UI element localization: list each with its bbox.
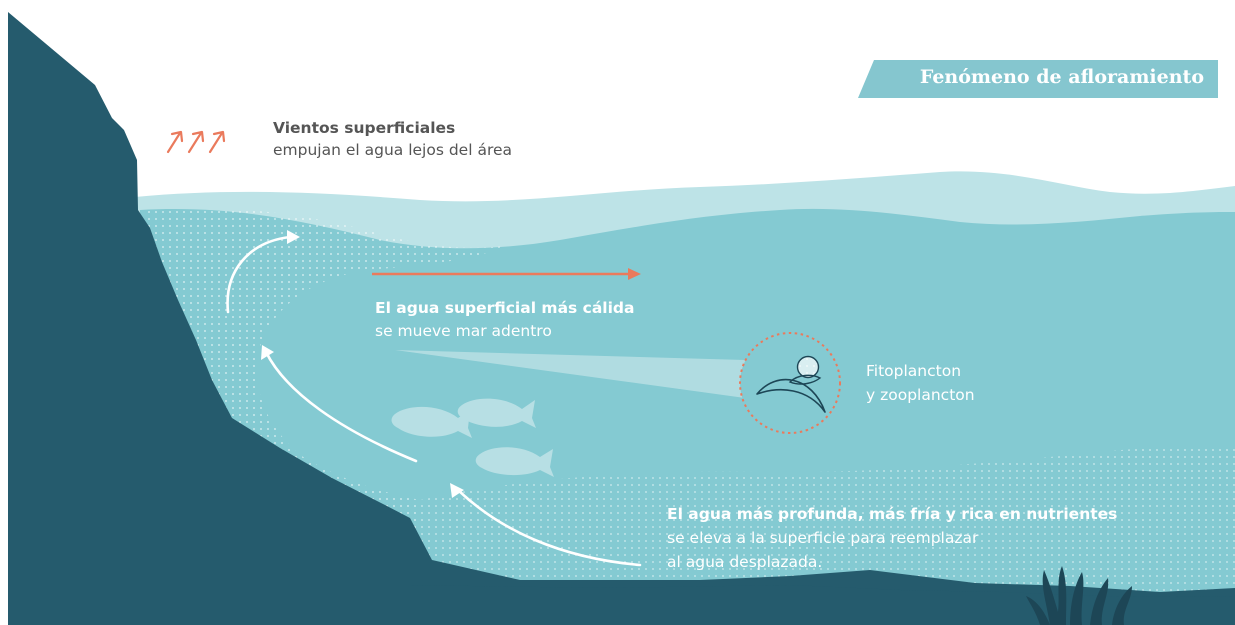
deep-water-dots xyxy=(420,446,1235,600)
fish-icon xyxy=(391,398,554,477)
plankton-label-line1: Fitoplancton xyxy=(866,362,962,380)
wind-title: Vientos superficiales xyxy=(273,119,456,137)
deep-water-title: El agua más profunda, más fría y rica en… xyxy=(667,505,1118,523)
light-plume xyxy=(395,350,745,398)
diagram-title: Fenómeno de afloramiento xyxy=(919,66,1204,88)
wind-arrows-icon xyxy=(166,130,226,154)
wind-description: empujan el agua lejos del área xyxy=(273,141,513,159)
coastal-cliff xyxy=(8,12,1235,625)
surface-water-description: se mueve mar adentro xyxy=(375,322,552,340)
seabed xyxy=(410,585,1235,625)
surface-current-arrow xyxy=(372,268,641,280)
surface-water-title: El agua superficial más cálida xyxy=(375,299,635,317)
deep-water-line1: se eleva a la superficie para reemplazar xyxy=(667,529,979,547)
seaweed-icon xyxy=(1026,566,1132,625)
upwelling-arrows xyxy=(226,235,642,567)
deep-water-line2: al agua desplazada. xyxy=(667,553,823,571)
plankton-label-line2: y zooplancton xyxy=(866,386,975,404)
title-tag: Fenómeno de afloramiento xyxy=(858,60,1218,98)
plankton-icon xyxy=(739,332,841,434)
upwelling-arrow-heads xyxy=(261,230,464,498)
